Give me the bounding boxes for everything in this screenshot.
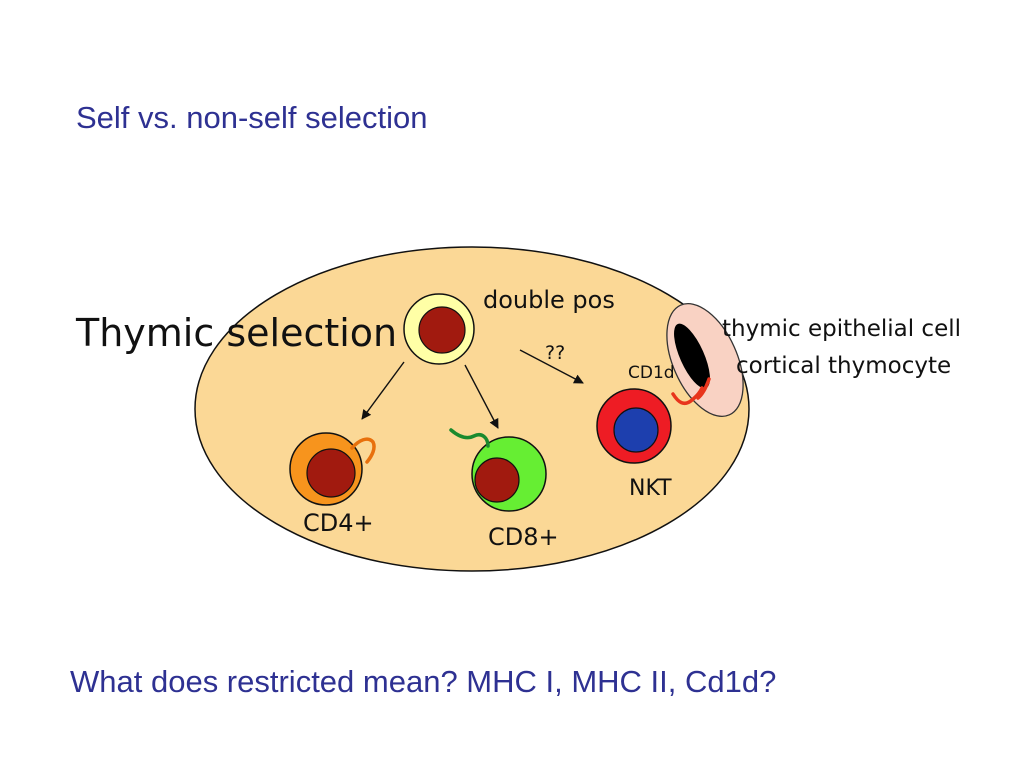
double-pos-label: double pos [483, 286, 615, 314]
cd8-nucleus [474, 457, 520, 503]
cd4-label: CD4+ [303, 509, 374, 537]
cd1d-label: CD1d [628, 363, 675, 383]
double-pos-nucleus [418, 306, 466, 354]
diagram-heading: Thymic selection [75, 311, 397, 355]
cd8-receptor-icon [449, 428, 490, 448]
cd4-nucleus [306, 448, 356, 498]
unknown-label: ?? [545, 342, 565, 364]
nkt-label: NKT [629, 476, 672, 501]
epithelial-nucleus [674, 323, 710, 389]
epithelial-label-line1: thymic epithelial cell [722, 316, 961, 342]
arrow-to-cd8 [464, 364, 499, 429]
cd8-label: CD8+ [488, 523, 559, 551]
arrow-to-cd4 [361, 361, 405, 420]
slide-question: What does restricted mean? MHC I, MHC II… [70, 664, 777, 699]
nkt-nucleus [613, 407, 659, 453]
nkt-receptor-icon [671, 386, 704, 406]
slide-title: Self vs. non-self selection [76, 100, 428, 135]
cd4-receptor-icon [350, 437, 376, 464]
epithelial-label-line2: cortical thymocyte [736, 353, 951, 379]
cd1d-molecule-icon [696, 377, 711, 400]
arrow-to-nkt [519, 349, 584, 384]
